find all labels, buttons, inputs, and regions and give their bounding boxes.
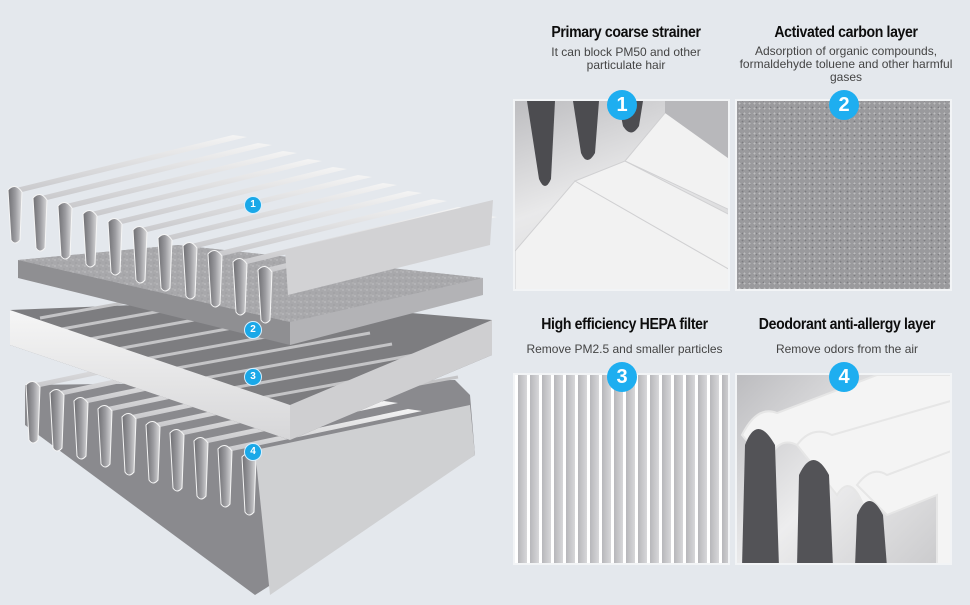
layer-description: Remove PM2.5 and smaller particles <box>526 342 723 356</box>
layer-title: Primary coarse strainer <box>551 24 701 41</box>
diagram-badge-2: 2 <box>244 321 262 339</box>
pleat-fold <box>182 242 198 300</box>
pleat-crest <box>183 191 422 248</box>
hepa-pleat-line <box>149 331 371 375</box>
pleat-fold <box>32 194 48 252</box>
pleat-fold <box>107 218 123 276</box>
pleat-crest <box>218 409 422 451</box>
diagram-badge-1: 1 <box>244 196 262 214</box>
pleat-crest <box>33 143 272 200</box>
pleat-fold <box>217 445 233 508</box>
pleat-fold <box>193 437 209 500</box>
layer-badge-3: 3 <box>607 362 637 392</box>
pleat-fold <box>169 429 185 492</box>
pleat-fold <box>132 226 148 284</box>
pleat-crest <box>58 151 297 208</box>
pleat-fold <box>257 266 273 324</box>
layer-description: Adsorption of organic compounds, formald… <box>739 44 953 84</box>
pleat-fold <box>97 405 113 468</box>
layer-title: High efficiency HEPA filter <box>541 316 708 333</box>
pleat-fold <box>121 413 137 476</box>
layer-badge-1: 1 <box>607 90 637 120</box>
layer-card-4: Deodorant anti-allergy layer Remove odor… <box>734 316 960 356</box>
layer-card-1: Primary coarse strainer It can block PM5… <box>515 24 737 72</box>
pleated-mesh-image <box>513 99 730 291</box>
pleat-crest <box>108 167 347 224</box>
pleat-fold <box>232 258 248 316</box>
layer-description: Remove odors from the air <box>775 342 919 356</box>
filter-layers-illustration <box>7 135 497 595</box>
pleat-fold <box>73 397 89 460</box>
layer-badge-4: 4 <box>829 362 859 392</box>
exploded-filter-diagram: 1 2 3 4 <box>7 135 497 595</box>
layer-card-3: High efficiency HEPA filter Remove PM2.5… <box>512 316 737 356</box>
layer-description: It can block PM50 and other particulate … <box>551 45 701 72</box>
layer-1-coarse-pleats <box>7 135 497 324</box>
hepa-pleats-image <box>513 373 730 565</box>
diagram-badge-4: 4 <box>244 443 262 461</box>
diagram-badge-3: 3 <box>244 368 262 386</box>
pleat-fold <box>145 421 161 484</box>
pleat-crest <box>158 183 397 240</box>
layer-badge-2: 2 <box>829 90 859 120</box>
layer-title: Activated carbon layer <box>774 24 918 41</box>
layer-card-2: Activated carbon layer Adsorption of org… <box>735 24 957 84</box>
pleat-fold <box>207 250 223 308</box>
pleat-fold <box>157 234 173 292</box>
pleat-fold <box>25 381 41 444</box>
hepa-pleat-line <box>171 342 393 386</box>
pleat-fold <box>7 186 23 244</box>
pleat-crest <box>8 135 247 192</box>
carbon-texture-image <box>735 99 952 291</box>
pleat-fold <box>82 210 98 268</box>
pleat-fold <box>57 202 73 260</box>
pleat-fold <box>49 389 65 452</box>
layer-title: Deodorant anti-allergy layer <box>758 316 936 333</box>
deodorant-pleats-image <box>735 373 952 565</box>
pleat-crest <box>208 199 447 256</box>
pleat-crest <box>83 159 322 216</box>
